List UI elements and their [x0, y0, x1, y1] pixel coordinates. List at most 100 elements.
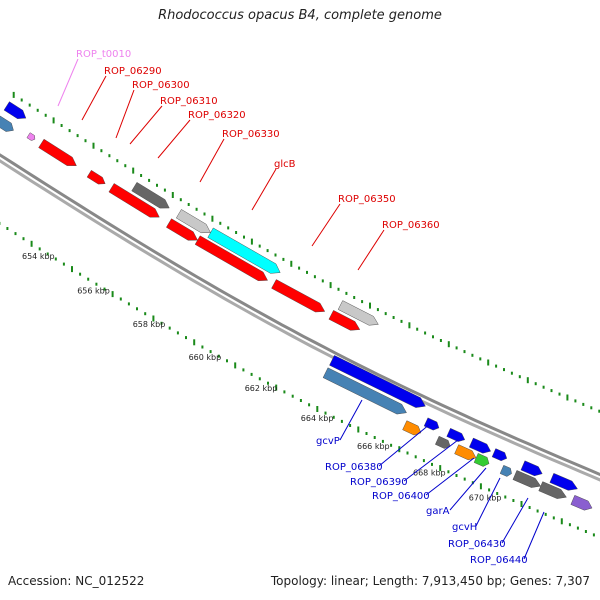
lower-tick-mark	[316, 406, 319, 412]
upper-tick-mark	[306, 270, 308, 274]
lower-tick-mark	[160, 321, 163, 325]
upper-tick-mark	[36, 108, 39, 112]
kbp-label: 668 kbp	[413, 468, 446, 477]
lower-tick-mark	[144, 312, 147, 316]
gene-label-rop-06330: ROP_06330	[222, 129, 280, 140]
leader-line	[129, 105, 163, 145]
lower-tick-mark	[324, 411, 327, 415]
backbone-line	[0, 153, 600, 477]
lower-tick-mark	[226, 359, 228, 363]
gene-label-rop-06360: ROP_06360	[382, 220, 440, 231]
upper-tick-mark	[68, 129, 71, 133]
upper-tick-mark	[100, 149, 103, 153]
upper-tick-mark	[124, 164, 127, 168]
upper-tick-mark	[471, 353, 474, 357]
upper-tick-mark	[163, 188, 166, 192]
kbp-label: 656 kbp	[77, 287, 110, 296]
leader-line	[357, 229, 385, 271]
gene-blue-start	[3, 101, 27, 119]
lower-tick-mark	[291, 394, 294, 398]
gene-blue-c	[491, 448, 508, 462]
gene-layer	[0, 101, 593, 511]
upper-tick-mark	[274, 253, 277, 257]
kbp-label: 660 kbp	[189, 353, 222, 362]
gene-rop-t0010	[26, 132, 36, 141]
gene-rop-06310	[108, 183, 160, 218]
upper-tick-mark	[321, 279, 324, 283]
gene-red-long	[194, 235, 268, 281]
gene-blue-a	[446, 428, 466, 442]
lower-tick-mark	[422, 459, 425, 463]
lower-tick-mark	[127, 302, 130, 306]
gene-light-gray	[175, 209, 211, 234]
lower-tick-mark	[71, 266, 73, 273]
lower-tick-mark	[14, 232, 17, 236]
map-title: Rhodococcus opacus B4, complete genome	[158, 8, 442, 23]
gene-label-rop-06400: ROP_06400	[372, 491, 430, 502]
leader-line	[251, 168, 277, 211]
upper-tick-mark	[290, 260, 293, 267]
lower-tick-mark	[201, 345, 204, 349]
lower-tick-mark	[332, 415, 335, 419]
lower-tick-mark	[209, 350, 212, 354]
kbp-label: 666 kbp	[357, 442, 390, 451]
upper-tick-mark	[510, 371, 513, 375]
upper-tick-mark	[392, 316, 395, 319]
lower-tick-mark	[520, 501, 523, 507]
upper-tick-mark	[148, 178, 151, 182]
upper-tick-mark	[542, 385, 545, 389]
lower-tick-mark	[87, 277, 90, 281]
gene-label-gcvh: gcvH	[452, 522, 477, 533]
kbp-label: 658 kbp	[133, 320, 166, 329]
gene-rop-06440	[512, 470, 542, 488]
upper-tick-mark	[590, 406, 593, 410]
leader-line	[449, 467, 487, 511]
lower-tick-mark	[217, 354, 220, 358]
upper-tick-mark	[416, 327, 419, 331]
gene-label-rop-06290: ROP_06290	[104, 66, 162, 77]
lower-tick-mark	[568, 523, 571, 527]
lower-tick-mark	[308, 403, 311, 407]
upper-tick-mark	[132, 167, 135, 174]
lower-tick-mark	[193, 339, 196, 346]
gene-rop-06400	[435, 435, 451, 449]
upper-tick-mark	[455, 346, 458, 350]
lower-tick-mark	[552, 516, 555, 520]
lower-tick-mark	[373, 436, 376, 439]
backbone-line	[0, 159, 600, 482]
upper-tick-mark	[384, 312, 387, 316]
gene-rop-06430	[499, 465, 512, 477]
gene-label-rop-t0010: ROP_t0010	[76, 49, 131, 60]
upper-tick-mark	[345, 291, 348, 295]
upper-tick-mark	[92, 142, 95, 149]
upper-tick-mark	[203, 212, 206, 216]
upper-tick-mark	[329, 282, 332, 289]
upper-tick-mark	[243, 235, 245, 239]
lower-tick-mark	[504, 495, 507, 499]
upper-tick-mark	[76, 134, 79, 138]
leader-line	[425, 457, 475, 496]
upper-tick-mark	[337, 287, 340, 291]
upper-tick-mark	[598, 409, 600, 413]
leader-line	[157, 119, 191, 159]
lower-tick-mark	[168, 326, 171, 330]
upper-tick-mark	[195, 207, 198, 211]
gene-label-rop-06430: ROP_06430	[448, 539, 506, 550]
upper-tick-mark	[574, 399, 577, 403]
gene-label-rop-06390: ROP_06390	[350, 477, 408, 488]
leader-line	[501, 497, 529, 544]
upper-tick-mark	[495, 364, 498, 368]
lower-tick-mark	[6, 227, 9, 230]
upper-tick-mark	[550, 389, 553, 393]
lower-tick-mark	[95, 282, 98, 286]
lower-tick-mark	[136, 307, 138, 311]
gene-rop-06360	[337, 300, 379, 326]
upper-tick-mark	[582, 402, 585, 406]
upper-tick-mark	[52, 117, 55, 124]
leader-line	[311, 203, 341, 247]
lower-tick-mark	[357, 426, 360, 433]
upper-tick-mark	[408, 322, 411, 329]
leader-line	[57, 58, 79, 107]
